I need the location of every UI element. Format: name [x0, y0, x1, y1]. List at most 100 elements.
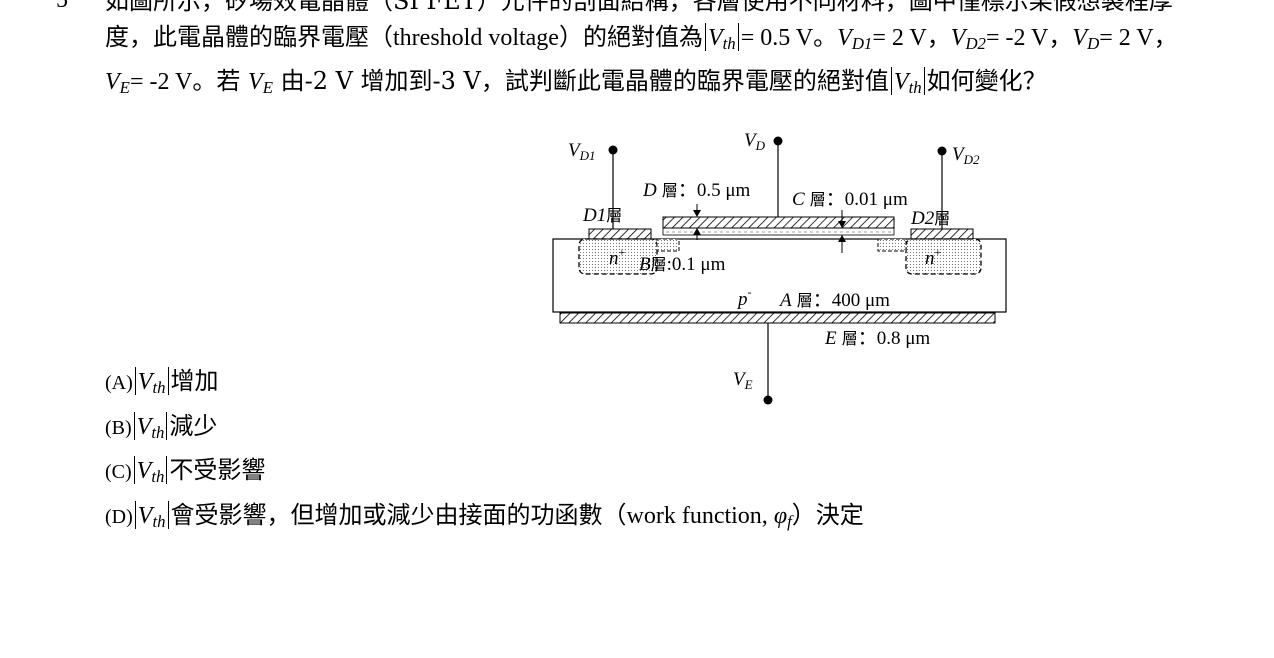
n-plus-label-left: n+: [609, 245, 626, 269]
n-plus-region-right: [905, 238, 982, 275]
question-number: 5: [56, 0, 68, 13]
option-text: 增加: [170, 367, 219, 395]
d-layer-gate: [662, 216, 895, 229]
c-layer-label: C 層：0.01 μm: [792, 189, 908, 210]
vd2-label: VD2: [952, 144, 980, 167]
vd-label: VD: [744, 130, 766, 153]
abs-bar-left: [133, 456, 135, 484]
question-ask: 如何變化？: [926, 67, 1047, 95]
c-thickness-arrowhead-top: [838, 221, 846, 228]
comma-1: ，: [926, 23, 951, 51]
abs-bar-right: [737, 23, 739, 51]
ve-label: VE: [733, 369, 753, 392]
d1-layer: [588, 228, 652, 240]
ve2-symbol: V: [248, 69, 263, 95]
vd2-subscript: D2: [965, 34, 986, 54]
vth-symbol: V: [707, 25, 723, 51]
vth-subscript: th: [152, 512, 166, 532]
p-minus-label: p-: [736, 285, 752, 310]
option-label: (D): [105, 506, 133, 528]
vd-subscript: D: [1087, 34, 1100, 54]
fet-cross-section-diagram: VD1 VD VD2 D 層：0.5 μm C 層：0.01 μm D1層 D2…: [552, 130, 1007, 405]
comma-2: ，: [1048, 23, 1073, 51]
option-label: (B): [105, 417, 132, 439]
vth-symbol: V: [137, 369, 153, 395]
vd-symbol: V: [1072, 25, 1088, 51]
d2-layer-label: D2層: [910, 208, 950, 229]
abs-bar-right: [167, 367, 169, 395]
vd1-label: VD1: [568, 140, 596, 163]
abs-bar-right: [923, 67, 925, 95]
d-layer-label: D 層：0.5 μm: [642, 180, 751, 201]
option-label: (C): [105, 461, 132, 483]
ve-symbol: V: [105, 69, 120, 95]
ve-subscript: E: [119, 78, 130, 98]
line2-sep: 。若: [192, 67, 249, 95]
vd1-symbol: V: [837, 25, 852, 51]
line1-mid: ）的絕對值為: [558, 23, 703, 51]
vth-symbol: V: [893, 69, 909, 95]
work-function-term: work function,: [626, 503, 774, 529]
vth-subscript: th: [908, 78, 922, 98]
a-layer-label: A 層：400 μm: [778, 290, 890, 311]
question-line-2: VE= -2 V。若 VE 由-2 V 增加到-3 V，試判斷此電晶體的臨界電壓…: [105, 66, 1047, 103]
option-text: 不受影響: [169, 456, 266, 484]
abs-bar-left: [134, 367, 136, 395]
ve-terminal: [763, 395, 773, 405]
d2-layer: [910, 228, 974, 240]
vd2-terminal: [937, 146, 947, 156]
vth-subscript: th: [152, 378, 166, 398]
question-line-0-text: 如圖所示，矽場效電晶體（SI FET）元件的剖面結構，各層使用不同材料，圖中僅標…: [105, 0, 1173, 15]
abs-bar-right: [167, 501, 169, 529]
vth-subscript: th: [151, 467, 165, 487]
question-line-0: 如圖所示，矽場效電晶體（SI FET）元件的剖面結構，各層使用不同材料，圖中僅標…: [105, 0, 1173, 16]
phi-symbol: φ: [773, 503, 788, 529]
abs-bar-left: [134, 501, 136, 529]
vd-terminal: [773, 136, 783, 146]
abs-bar-left: [704, 23, 706, 51]
vd2-value: = -2 V: [985, 25, 1049, 51]
c-thickness-arrowhead-bottom: [838, 235, 846, 242]
vth-symbol: V: [137, 503, 153, 529]
vth-symbol: V: [136, 414, 152, 440]
ve-change-text: 由-2 V 增加到-3 V，試判斷此電晶體的臨界電壓的絕對值: [272, 67, 889, 95]
n-plus-label-right: n+: [925, 245, 942, 269]
line1-prefix: 度，此電晶體的臨界電壓（: [105, 23, 393, 51]
e-layer: [559, 312, 996, 324]
vth-subscript: th: [722, 34, 736, 54]
vd-value: = 2 V: [1099, 25, 1154, 51]
comma-3: ，: [1153, 23, 1178, 51]
vd1-value: = 2 V: [872, 25, 927, 51]
ve-value: = -2 V: [129, 69, 193, 95]
option-text-post: ）決定: [791, 501, 864, 529]
b-layer-left: [656, 238, 680, 252]
d-thickness-arrowhead-top: [693, 210, 701, 217]
vth-value: = 0.5 V: [740, 25, 814, 51]
e-layer-label: E 層：0.8 μm: [824, 328, 930, 349]
vd2-symbol: V: [950, 25, 966, 51]
vd1-subscript: D1: [851, 34, 873, 54]
b-layer-label: B層:0.1 μm: [639, 254, 726, 275]
option-text: 減少: [169, 412, 218, 440]
line1-sep: 。: [813, 23, 838, 51]
d-thickness-arrowhead-bottom: [693, 228, 701, 235]
phi-subscript: f: [787, 512, 792, 532]
abs-bar-left: [133, 412, 135, 440]
threshold-voltage-term: threshold voltage: [393, 25, 559, 51]
abs-bar-right: [166, 456, 168, 484]
vth-subscript: th: [151, 423, 165, 443]
d1-layer-label: D1層: [582, 205, 622, 226]
vd1-terminal: [608, 145, 618, 155]
abs-bar-right: [166, 412, 168, 440]
vth-symbol: V: [136, 458, 152, 484]
b-layer-right: [877, 238, 907, 252]
abs-bar-left: [890, 67, 892, 95]
option-label: (A): [105, 372, 133, 394]
ve2-subscript: E: [262, 78, 273, 98]
